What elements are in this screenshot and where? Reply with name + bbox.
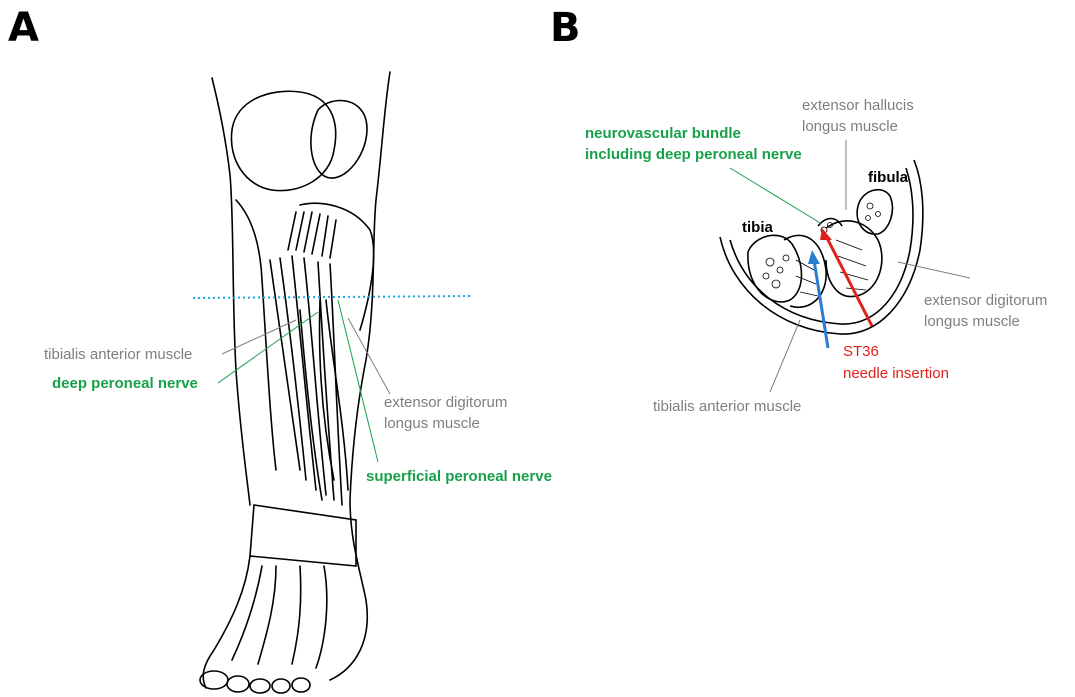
blue-arrow-head: [808, 250, 820, 264]
label-superficial-peroneal-nerve: superficial peroneal nerve: [366, 467, 552, 487]
needle-tip: [820, 228, 832, 240]
label-extensor-hallucis-2: longus muscle: [802, 117, 898, 137]
label-extensor-hallucis-1: extensor hallucis: [802, 96, 914, 116]
label-tibialis-anterior-b: tibialis anterior muscle: [653, 397, 801, 417]
label-needle-insertion: needle insertion: [843, 364, 949, 384]
label-extensor-digitorum-b-1: extensor digitorum: [924, 291, 1047, 311]
label-st36: ST36: [843, 342, 879, 362]
label-extensor-digitorum-b-2: longus muscle: [924, 312, 1020, 332]
label-fibula: fibula: [868, 168, 908, 188]
panel-label-b: B: [550, 6, 581, 50]
cross-section-texture: [763, 203, 881, 296]
label-tibialis-anterior-a: tibialis anterior muscle: [44, 345, 192, 365]
label-extensor-digitorum-a-1: extensor digitorum: [384, 393, 507, 413]
needle-line: [826, 236, 872, 326]
leg-drawing: [200, 72, 390, 693]
label-extensor-digitorum-a-2: longus muscle: [384, 414, 480, 434]
label-neurovascular-bundle-1: neurovascular bundle: [585, 124, 741, 144]
panel-label-a: A: [8, 6, 39, 50]
label-deep-peroneal-nerve: deep peroneal nerve: [52, 374, 198, 394]
label-neurovascular-bundle-2: including deep peroneal nerve: [585, 145, 802, 165]
section-line: [193, 296, 473, 298]
label-tibia: tibia: [742, 218, 773, 238]
